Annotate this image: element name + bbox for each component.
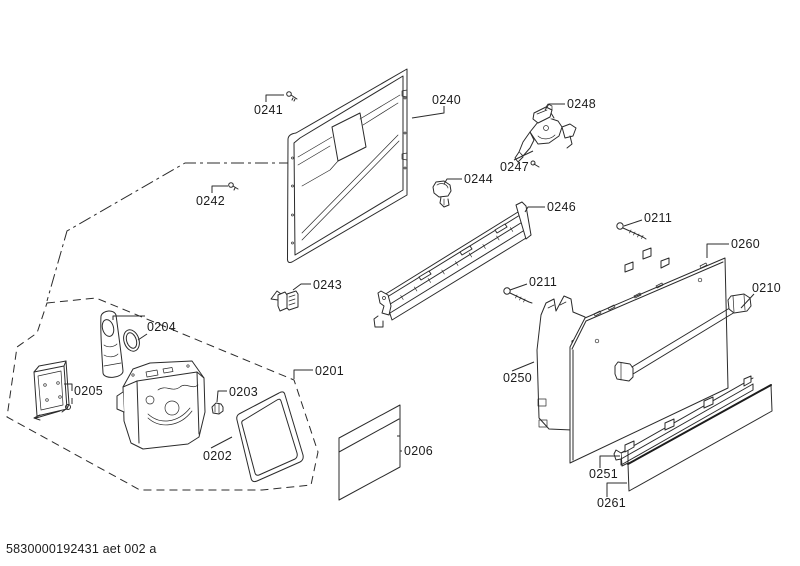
part-label-0260[interactable]: 0260 xyxy=(731,237,760,251)
part-label-0204[interactable]: 0204 xyxy=(147,320,176,334)
part-drawing-0244-holder xyxy=(432,180,452,208)
part-drawing-0250-mounting-plate xyxy=(536,295,587,431)
part-label-0205[interactable]: 0205 xyxy=(74,384,103,398)
part-drawing-0248-clip xyxy=(532,103,553,124)
part-drawing-0261-trim-panel xyxy=(620,384,773,492)
part-drawing-0206-panel xyxy=(338,404,401,501)
callouts: 0240 0241 0242 0243 0244 0246 0247 0248 … xyxy=(64,93,781,510)
part-label-0251[interactable]: 0251 xyxy=(589,467,618,481)
part-drawing-0205-cover-panel xyxy=(33,360,71,421)
part-drawing-0260-outer-door-panel xyxy=(569,247,729,464)
part-drawing-0204-bracket-and-ring xyxy=(100,310,140,378)
part-drawing-0247-latch xyxy=(514,112,577,168)
part-drawing-0242-screw xyxy=(228,182,239,191)
part-label-0247[interactable]: 0247 xyxy=(500,160,529,174)
part-label-0244[interactable]: 0244 xyxy=(464,172,493,186)
part-label-0211b[interactable]: 0211 xyxy=(529,275,557,289)
part-label-0243[interactable]: 0243 xyxy=(313,278,342,292)
part-drawing-0202-frame xyxy=(236,391,304,483)
part-label-0240[interactable]: 0240 xyxy=(432,93,461,107)
part-drawing-0241-screw xyxy=(286,91,298,102)
part-label-0203[interactable]: 0203 xyxy=(229,385,258,399)
part-label-0241[interactable]: 0241 xyxy=(254,103,283,117)
part-label-0246[interactable]: 0246 xyxy=(547,200,576,214)
part-label-0250[interactable]: 0250 xyxy=(503,371,532,385)
part-drawing-0211-screw-b xyxy=(503,287,533,304)
document-code: 5830000192431 aet 002 a xyxy=(6,542,157,556)
part-drawing-0211-screw-a xyxy=(616,222,647,240)
part-drawing-0246-rail xyxy=(373,201,532,328)
part-label-0202[interactable]: 0202 xyxy=(203,449,232,463)
part-label-0242[interactable]: 0242 xyxy=(196,194,225,208)
part-drawing-0210-handle xyxy=(614,293,752,382)
part-label-0211a[interactable]: 0211 xyxy=(644,211,672,225)
part-label-0248[interactable]: 0248 xyxy=(567,97,596,111)
part-drawing-0243-bracket xyxy=(270,290,299,312)
part-drawing-0201-control-module xyxy=(116,360,206,450)
part-label-0206[interactable]: 0206 xyxy=(404,444,433,458)
part-label-0210[interactable]: 0210 xyxy=(752,281,781,295)
group-0201-dashed-boundary xyxy=(6,297,319,491)
part-drawing-0251-clip-strip xyxy=(613,375,754,466)
part-label-0261[interactable]: 0261 xyxy=(597,496,626,510)
part-drawing-0203-clip xyxy=(211,402,224,415)
part-label-0201[interactable]: 0201 xyxy=(315,364,344,378)
center-alignment-line xyxy=(46,162,292,302)
part-drawing-0240-inner-door-panel xyxy=(286,68,408,263)
